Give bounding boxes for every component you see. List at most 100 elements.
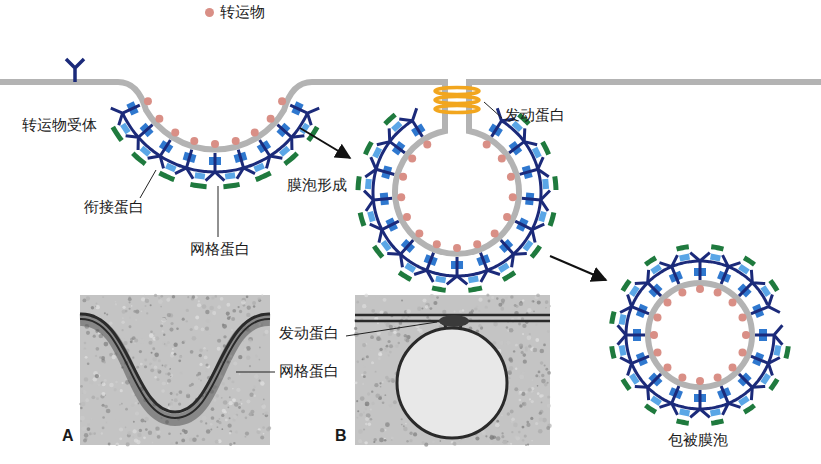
micrograph-grain [522, 371, 525, 374]
clathrin-triskelion [501, 240, 527, 267]
micrograph-grain [133, 421, 135, 423]
micrograph-grain [224, 428, 226, 430]
micrograph-grain [263, 333, 266, 336]
part-label: 网格蛋白 [190, 240, 250, 258]
micrograph-grain [175, 442, 178, 445]
micrograph-grain [205, 363, 208, 366]
adaptor-block [435, 276, 446, 284]
micrograph-grain [160, 295, 163, 298]
cargo-dot [267, 115, 275, 123]
micrograph-grain [190, 328, 193, 331]
micrograph-grain [161, 323, 163, 325]
micrograph-grain [144, 310, 146, 312]
cargo-dot [498, 154, 506, 162]
micrograph-grain [209, 335, 211, 337]
micrograph-grain [170, 376, 172, 378]
cargo-dot [503, 213, 511, 221]
micrograph-grain [378, 357, 381, 360]
micrograph-grain [111, 355, 115, 359]
micrograph-grain [109, 322, 112, 325]
micrograph-grain [426, 316, 429, 319]
micrograph-grain [139, 429, 142, 432]
micrograph-grain [510, 295, 513, 298]
cargo-dot [742, 331, 750, 339]
micrograph-grain [106, 409, 111, 414]
micrograph-grain [115, 301, 117, 303]
micrograph-grain [256, 430, 260, 434]
micrograph-grain [495, 423, 500, 428]
micrograph-grain [241, 403, 243, 405]
micrograph-grain [182, 429, 185, 432]
micrograph-grain [509, 359, 513, 363]
micrograph-grain [229, 417, 231, 419]
micrograph-grain [258, 380, 260, 382]
micrograph-grain [370, 349, 372, 351]
micrograph-grain [152, 347, 155, 350]
clathrin-triskelion [370, 221, 399, 242]
micrograph-grain [253, 305, 255, 307]
micrograph-grain [403, 427, 407, 431]
micrograph-grain [377, 322, 379, 324]
micrograph-grain [249, 393, 253, 397]
micrograph-grain [141, 297, 145, 301]
micrograph-grain [244, 348, 247, 351]
micrograph-grain [358, 429, 363, 434]
clathrin-outer [786, 346, 788, 358]
micrograph-grain [478, 324, 482, 328]
micrograph-grain [371, 309, 375, 313]
micrograph-grain [355, 381, 358, 384]
clathrin-triskelion [690, 253, 710, 280]
micrograph-grain [505, 297, 508, 300]
micrograph-grain [187, 393, 189, 395]
micrograph-grain [363, 365, 366, 368]
micrograph-grain [543, 344, 546, 347]
micrograph-grain [239, 403, 241, 405]
micrograph-grain [247, 306, 251, 310]
micrograph-grain [501, 435, 504, 438]
micrograph-grain [115, 381, 117, 383]
micrograph-grain [398, 342, 400, 344]
micrograph-grain [509, 355, 511, 357]
micrograph-grain [547, 382, 549, 384]
clathrin-triskelion [751, 294, 780, 314]
cargo-dot [473, 240, 481, 248]
micrograph-grain [356, 361, 359, 364]
dynamin-ring [435, 97, 479, 104]
micrograph-grain [365, 417, 369, 421]
micrograph-grain [209, 306, 214, 311]
micrograph-grain [362, 357, 365, 360]
cargo-dot [211, 140, 219, 148]
micrograph-grain [239, 310, 242, 313]
micrograph-grain [228, 412, 230, 414]
clathrin-triskelion [447, 257, 468, 284]
cargo-dot [453, 244, 461, 252]
micrograph-grain [232, 398, 236, 402]
micrograph-grain [101, 356, 105, 360]
micrograph-grain [143, 436, 146, 439]
clathrin-triskelion [690, 390, 710, 417]
micrograph-grain [86, 331, 90, 335]
clathrin-outer [711, 247, 723, 249]
micrograph-grain [102, 382, 106, 386]
micrograph-grain [151, 365, 153, 367]
micrograph-grain [182, 318, 185, 321]
micrograph-grain [384, 348, 388, 352]
micrograph-grain [370, 418, 373, 421]
micrograph-grain [365, 407, 368, 410]
micrograph-grain [365, 402, 370, 407]
micrograph-grain [541, 394, 544, 397]
micrograph-grain [260, 381, 265, 386]
micrograph-grain [183, 340, 185, 342]
micrograph-grain [518, 431, 521, 434]
micrograph-grain [223, 335, 226, 338]
process-arrow [550, 256, 606, 280]
micrograph-grain [151, 352, 153, 354]
micrograph-grain [238, 355, 242, 359]
micrograph-grain [179, 390, 183, 394]
micrograph-grain [544, 365, 546, 367]
micrograph-grain [138, 403, 140, 405]
micrograph-grain [95, 355, 97, 357]
micrograph-grain [93, 335, 96, 338]
clathrin-triskelion [414, 253, 433, 282]
micrograph-grain [148, 341, 152, 345]
